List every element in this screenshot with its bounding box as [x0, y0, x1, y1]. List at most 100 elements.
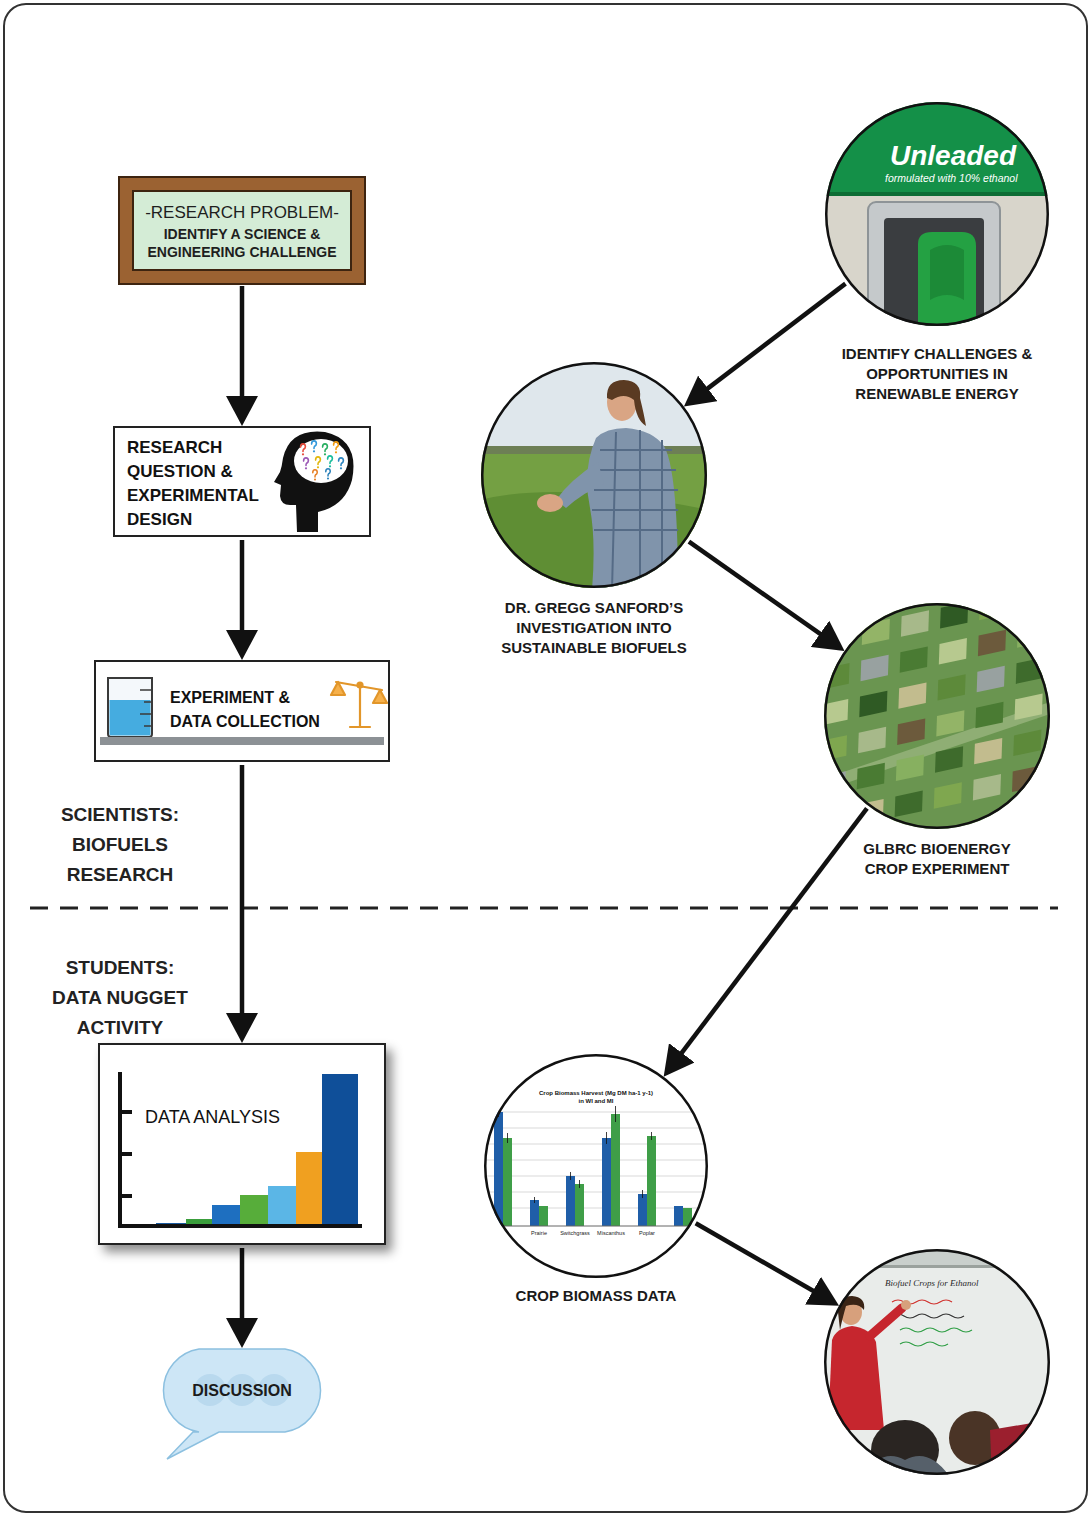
thinking-head-icon — [323, 444, 328, 456]
fuel-pump-photo — [930, 245, 964, 300]
axis-category: Switchgrass — [560, 1230, 590, 1237]
circle-caption: IDENTIFY CHALLENGES & OPPORTUNITIES IN R… — [830, 344, 1045, 404]
biomass-chart-photo — [539, 1206, 548, 1226]
aerial-plots-photo — [977, 666, 1005, 692]
biomass-chart-photo — [486, 1112, 706, 1208]
circle-outline — [825, 1250, 1049, 1474]
aerial-plots-photo — [858, 727, 886, 753]
fuel-pump-photo — [820, 98, 1056, 194]
circle-outline — [825, 604, 1049, 828]
researcher-photo — [480, 360, 710, 590]
analysis-box: DATA ANALYSIS — [98, 1043, 386, 1245]
speech-bubble — [163, 1349, 320, 1459]
photo-circle-outline — [484, 1054, 708, 1278]
thinking-head-icon — [326, 469, 331, 480]
box-text: EXPERIMENT & DATA COLLECTION — [170, 686, 330, 734]
aerial-plots-photo — [897, 718, 925, 744]
thinking-head-icon — [339, 458, 344, 470]
researcher-photo — [607, 380, 646, 426]
circle-outline — [485, 1055, 707, 1277]
bubble-text: DISCUSSION — [157, 1348, 327, 1433]
flow-arrow — [240, 765, 245, 1015]
aerial-plots-photo — [975, 702, 1003, 728]
thinking-head-icon — [328, 456, 333, 468]
beaker-icon — [108, 678, 152, 737]
balance-scale-icon — [373, 690, 387, 703]
photo-circle: Unleadedformulated with 10% ethanolIDENT… — [817, 102, 1057, 406]
page-frame — [4, 4, 1087, 1512]
discussion-bubble: DISCUSSION — [157, 1348, 327, 1460]
thinking-head-icon — [294, 439, 348, 483]
biomass-chart-photo — [638, 1194, 647, 1226]
photo-circle: Crop Biomass Harvest (Mg DM ha-1 y-1) in… — [476, 1054, 716, 1308]
chart-title: Crop Biomass Harvest (Mg DM ha-1 y-1) in… — [537, 1090, 656, 1105]
photo-circle: Biofuel Crops for Ethanol — [817, 1249, 1057, 1477]
aerial-plots-photo — [895, 791, 923, 817]
thinking-head-icon — [301, 444, 306, 456]
bar-chart-icon — [120, 1072, 362, 1226]
aerial-plots-photo — [816, 585, 1046, 833]
aerial-plots-photo — [900, 646, 928, 672]
flow-arrow — [696, 1223, 815, 1291]
circle-caption: CROP BIOMASS DATA — [513, 1286, 680, 1306]
fuel-pump-photo — [868, 202, 1000, 342]
classroom-photo — [892, 1314, 964, 1318]
classroom-photo — [820, 1245, 1056, 1481]
biomass-chart-photo — [530, 1200, 539, 1226]
aerial-plots-photo — [974, 738, 1002, 764]
researcher-photo — [537, 494, 563, 512]
circle-outline — [482, 363, 706, 587]
biomass-chart-photo — [647, 1136, 656, 1226]
aerial-plots-photo — [936, 710, 964, 736]
fuel-pump-photo — [820, 192, 1056, 196]
thinking-head-icon — [274, 432, 353, 532]
biomass-chart-photo — [575, 1184, 584, 1226]
researcher-photo — [480, 360, 710, 590]
aerial-plots-photo — [896, 755, 924, 781]
biomass-chart-photo — [494, 1112, 503, 1226]
circle-caption: GLBRC BIOENERGY CROP EXPERIMENT — [850, 839, 1025, 879]
aerial-plots-photo — [820, 600, 1056, 836]
aerial-plots-photo — [816, 585, 1056, 836]
classroom-photo — [892, 1300, 952, 1304]
fuel-pump-photo — [820, 98, 1056, 342]
bar-chart-icon — [322, 1074, 358, 1226]
aerial-plots-photo — [861, 655, 889, 681]
speech-bubble-shape — [157, 1348, 327, 1460]
aerial-plots-photo — [898, 682, 926, 708]
classroom-photo — [900, 1342, 948, 1346]
aerial-plots-photo — [979, 594, 1007, 620]
aerial-plots-photo — [816, 807, 844, 833]
beaker-icon — [140, 690, 151, 726]
biomass-chart-photo — [480, 1050, 712, 1282]
axis-category: Prairie — [531, 1230, 547, 1237]
aerial-plots-photo — [938, 674, 966, 700]
circle-caption: DR. GREGG SANFORD’S INVESTIGATION INTO S… — [494, 598, 694, 658]
box-text: RESEARCH QUESTION & EXPERIMENTAL DESIGN — [127, 436, 272, 532]
classroom-photo — [828, 1326, 884, 1430]
classroom-photo — [990, 1420, 1050, 1480]
box-text: DATA ANALYSIS — [145, 1105, 335, 1129]
beaker-icon — [110, 700, 151, 736]
classroom-photo — [860, 1456, 952, 1480]
flow-arrow — [240, 1248, 245, 1320]
axis-category: Miscanthus — [597, 1230, 625, 1237]
balance-scale-icon — [331, 682, 345, 695]
circle-outline — [826, 103, 1048, 325]
classroom-photo — [901, 1300, 911, 1310]
flow-arrow — [706, 284, 845, 390]
researcher-photo — [592, 430, 678, 590]
thinking-head-icon — [313, 470, 318, 481]
axis-category: Poplar — [639, 1230, 655, 1237]
balance-scale-icon — [358, 683, 363, 688]
aerial-plots-photo — [978, 630, 1006, 656]
balance-scale-icon — [331, 682, 387, 727]
thinking-head-icon — [274, 432, 353, 532]
biomass-chart-photo — [503, 1138, 512, 1226]
bar-chart-icon — [120, 1072, 362, 1226]
connector-group — [242, 284, 867, 1320]
classroom-photo — [900, 1328, 972, 1332]
classroom-photo — [820, 1265, 1056, 1268]
side-label: STUDENTS: DATA NUGGET ACTIVITY — [40, 953, 200, 1043]
biomass-chart-photo — [480, 1050, 712, 1282]
